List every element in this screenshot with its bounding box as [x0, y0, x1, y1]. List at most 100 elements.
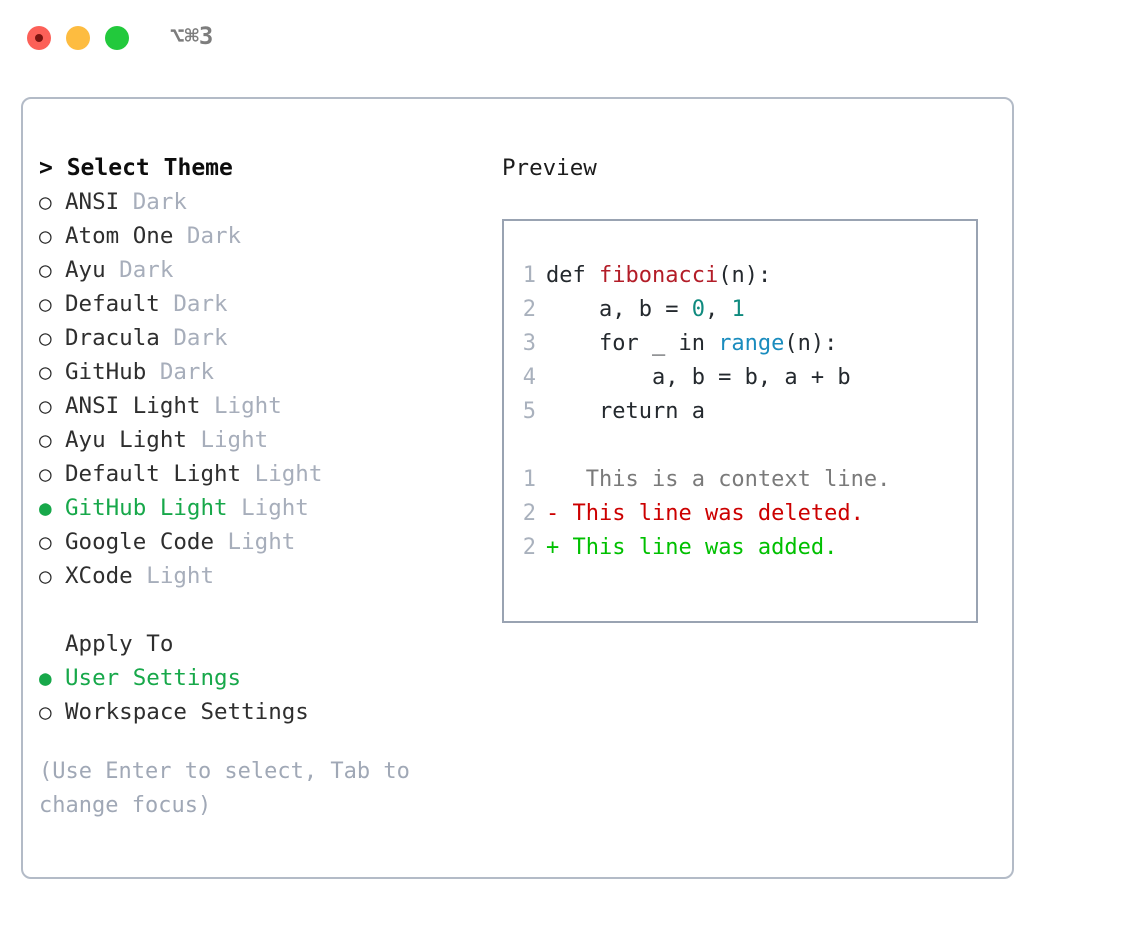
diff-sample: 1 This is a context line.2- This line wa… — [504, 463, 976, 565]
code-token: 1 — [731, 297, 745, 322]
diff-marker: + — [546, 535, 560, 560]
radio-unselected-icon[interactable]: ○ — [39, 258, 52, 282]
diff-marker — [546, 463, 559, 497]
code-token: (n): — [718, 263, 772, 288]
theme-picker-column: > Select Theme ○ANSI Dark○Atom One Dark○… — [39, 151, 479, 823]
theme-variant-tag: Light — [132, 563, 215, 589]
apply-to-label: Apply To — [65, 631, 174, 657]
code-line-number: 3 — [522, 331, 536, 356]
theme-list-item[interactable]: ○ Ayu Dark — [39, 253, 479, 287]
code-token: a, b = — [546, 297, 692, 322]
theme-variant-tag: Dark — [159, 325, 228, 351]
theme-variant-tag: Light — [241, 461, 323, 487]
radio-unselected-icon[interactable]: ○ — [39, 564, 52, 588]
code-line-number: 4 — [522, 365, 536, 390]
theme-variant-tag: Light — [186, 427, 269, 453]
radio-selected-icon[interactable]: ● — [39, 666, 52, 690]
code-line-text: return a — [546, 395, 705, 429]
code-line: 4 a, b = b, a + b — [504, 361, 976, 395]
apply-to-option[interactable]: ○ Workspace Settings — [39, 695, 479, 729]
radio-unselected-icon[interactable]: ○ — [39, 190, 52, 214]
diff-line-number: 2 — [522, 535, 536, 560]
theme-list-item[interactable]: ○Default Dark — [39, 287, 479, 321]
theme-name: GitHub — [65, 359, 147, 385]
code-line-text: a, b = 0, 1 — [546, 293, 745, 327]
diff-line-text: This is a context line. — [559, 467, 891, 492]
minimize-window-icon[interactable] — [66, 26, 90, 50]
code-token: fibonacci — [598, 263, 719, 288]
theme-list[interactable]: ○ANSI Dark○Atom One Dark○Ayu Dark○Defaul… — [39, 185, 479, 593]
theme-list-item[interactable]: ○Ayu Light Light — [39, 423, 479, 457]
apply-to-option-label: User Settings — [65, 665, 242, 691]
radio-unselected-icon[interactable]: ○ — [39, 360, 52, 384]
radio-unselected-icon[interactable]: ○ — [39, 462, 52, 486]
spacer-bullet: ○ — [39, 627, 65, 661]
radio-unselected-icon[interactable]: ○ — [39, 428, 52, 452]
theme-name: ANSI — [65, 189, 120, 215]
apply-to-options[interactable]: ● User Settings ○ Workspace Settings — [39, 661, 479, 729]
code-line-number: 2 — [522, 297, 536, 322]
theme-list-item[interactable]: ○ XCode Light — [39, 559, 479, 593]
radio-unselected-icon[interactable]: ○ — [39, 224, 52, 248]
code-token: , — [704, 297, 732, 322]
code-diff-separator — [504, 429, 976, 463]
theme-name: Ayu — [65, 257, 106, 283]
theme-list-item[interactable]: ○ Atom One Dark — [39, 219, 479, 253]
theme-variant-tag: Dark — [119, 189, 187, 215]
code-line: 5 return a — [504, 395, 976, 429]
page-title: > Select Theme — [39, 155, 233, 181]
theme-list-item[interactable]: ○ GitHub Dark — [39, 355, 479, 389]
theme-list-item[interactable]: ○ ANSI Dark — [39, 185, 479, 219]
maximize-window-icon[interactable] — [105, 26, 129, 50]
apply-to-option-label: Workspace Settings — [65, 699, 309, 725]
apply-to-option[interactable]: ● User Settings — [39, 661, 479, 695]
diff-line: 2+ This line was added. — [504, 531, 976, 565]
theme-list-item[interactable]: ○ ANSI Light Light — [39, 389, 479, 423]
code-line: 3 for _ in range(n): — [504, 327, 976, 361]
code-token: (n): — [784, 331, 838, 356]
theme-name: Atom One — [65, 223, 174, 249]
radio-unselected-icon[interactable]: ○ — [39, 292, 52, 316]
code-line-number: 5 — [522, 399, 536, 424]
keyboard-shortcut-label: ⌥⌘3 — [170, 22, 214, 50]
code-token: range — [718, 331, 785, 356]
theme-name: XCode — [65, 563, 133, 589]
traffic-lights — [27, 26, 129, 50]
radio-unselected-icon[interactable]: ○ — [39, 700, 52, 724]
code-token: def — [546, 263, 599, 288]
code-line: 2 a, b = 0, 1 — [504, 293, 976, 327]
code-line-text: for _ in range(n): — [546, 327, 837, 361]
preview-title: Preview — [502, 155, 597, 181]
diff-line-number: 2 — [522, 501, 536, 526]
theme-variant-tag: Light — [227, 495, 309, 521]
radio-unselected-icon[interactable]: ○ — [39, 530, 52, 554]
theme-name: ANSI Light — [65, 393, 201, 419]
diff-line-number: 1 — [522, 467, 536, 492]
theme-variant-tag: Dark — [146, 359, 215, 385]
theme-variant-tag: Dark — [159, 291, 228, 317]
radio-unselected-icon[interactable]: ○ — [39, 326, 52, 350]
keyboard-hint: (Use Enter to select, Tab to change focu… — [39, 759, 410, 818]
apply-to-label-row: ○ Apply To — [39, 627, 479, 661]
code-line-text: def fibonacci(n): — [546, 259, 771, 293]
theme-variant-tag: Dark — [173, 223, 242, 249]
theme-list-item[interactable]: ○Default Light Light — [39, 457, 479, 491]
close-window-icon[interactable] — [27, 26, 51, 50]
theme-variant-tag: Light — [200, 393, 282, 419]
theme-list-item[interactable]: ○ Dracula Dark — [39, 321, 479, 355]
theme-list-item[interactable]: ○Google Code Light — [39, 525, 479, 559]
theme-variant-tag: Dark — [105, 257, 174, 283]
title-bar: ⌥⌘3 — [0, 0, 1140, 78]
radio-selected-icon[interactable]: ● — [39, 496, 52, 520]
radio-unselected-icon[interactable]: ○ — [39, 394, 52, 418]
code-token: 0 — [691, 297, 705, 322]
theme-name: Google Code — [65, 529, 215, 555]
theme-picker-heading: > Select Theme — [39, 151, 479, 185]
theme-name: Dracula — [65, 325, 160, 351]
theme-list-item[interactable]: ●GitHub Light Light — [39, 491, 479, 525]
